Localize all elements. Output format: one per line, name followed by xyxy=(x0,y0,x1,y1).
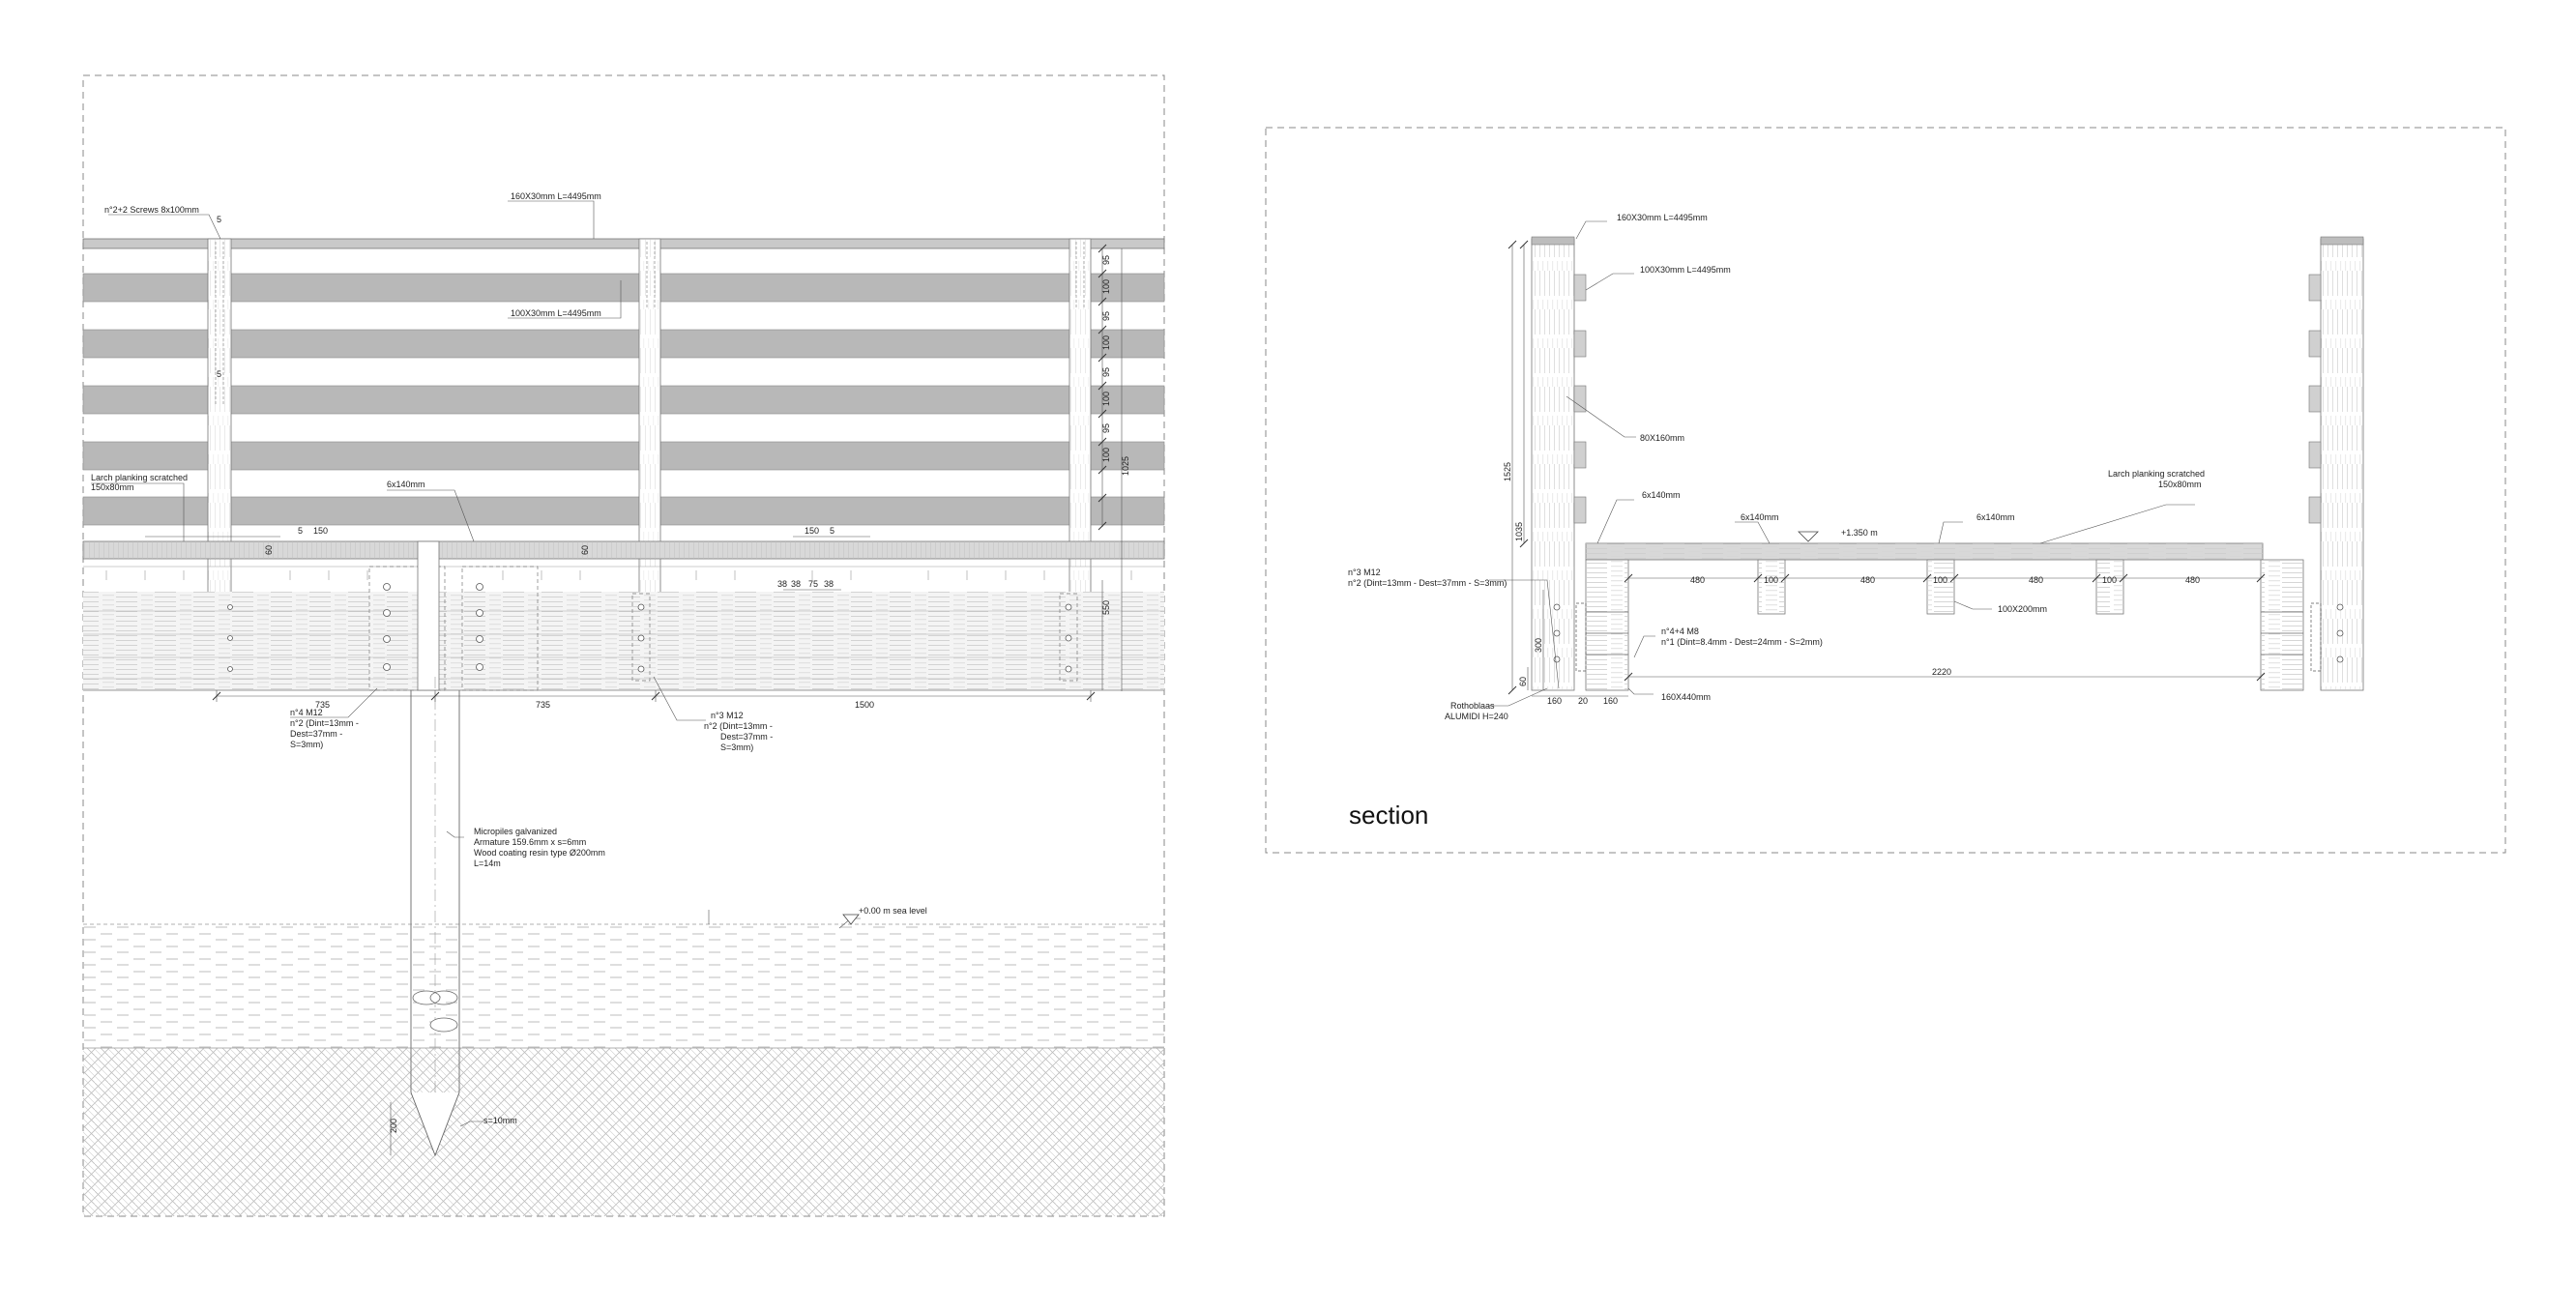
dim-rail-gap-7: 95 xyxy=(1101,423,1111,433)
section-view: section 160X30mm L=4495mm 100X30mm L=449… xyxy=(1265,127,2506,854)
dim-75: 75 xyxy=(808,579,818,589)
dim-150b: 150 xyxy=(805,526,819,536)
sec-dim-1525: 1525 xyxy=(1503,462,1512,481)
dim-rail-gap-2: 100 xyxy=(1101,279,1111,294)
sec-label-maker-1: Rothoblaas xyxy=(1450,701,1495,711)
dim-rail-gap-4: 100 xyxy=(1101,335,1111,350)
bolts xyxy=(227,583,1072,673)
label-joist: 6x140mm xyxy=(387,480,425,489)
label-screws: n°2+2 Screws 8x100mm xyxy=(104,205,199,215)
dim-rail-gap-5: 95 xyxy=(1101,367,1111,377)
label-bolts-left-1: n°4 M12 xyxy=(290,708,323,717)
dim-rail-gap-1: 95 xyxy=(1101,255,1111,265)
label-larch-2: 150x80mm xyxy=(91,482,134,492)
label-top-rail: 160X30mm L=4495mm xyxy=(511,191,601,201)
sec-dim-20: 20 xyxy=(1578,696,1588,706)
sec-dim-1035: 1035 xyxy=(1514,522,1524,541)
label-rail: 100X30mm L=4495mm xyxy=(511,308,601,318)
dim-550: 550 xyxy=(1101,600,1111,615)
sec-label-larch-2: 150x80mm xyxy=(2158,480,2202,489)
label-bolts-right-3: Dest=37mm - xyxy=(720,732,773,742)
label-sea-level: +0.00 m sea level xyxy=(859,906,927,916)
sec-dim-100c: 100 xyxy=(2102,575,2117,585)
sec-dim-300: 300 xyxy=(1534,638,1543,653)
sec-label-top-rail: 160X30mm L=4495mm xyxy=(1617,213,1708,222)
sec-dim-60: 60 xyxy=(1518,677,1528,686)
label-bolts-right-1: n°3 M12 xyxy=(711,711,744,720)
dim-150a: 150 xyxy=(313,526,328,536)
dim-5b: 5 xyxy=(217,369,221,379)
label-pile-3: Wood coating resin type Ø200mm xyxy=(474,848,605,858)
dim-38b: 38 xyxy=(791,579,801,589)
dim-200: 200 xyxy=(389,1119,398,1133)
sec-label-bolts-1: n°3 M12 xyxy=(1348,568,1381,577)
label-tip: s=10mm xyxy=(483,1116,517,1125)
dim-rail-gap-6: 100 xyxy=(1101,392,1111,406)
dim-735b: 735 xyxy=(536,700,550,710)
dim-38c: 38 xyxy=(824,579,834,589)
sec-label-screws-1: n°4+4 M8 xyxy=(1661,626,1699,636)
sec-dim-100a: 100 xyxy=(1764,575,1778,585)
dim-60a: 60 xyxy=(264,545,274,555)
micropile xyxy=(410,540,460,1157)
label-bolts-right-4: S=3mm) xyxy=(720,742,753,752)
dim-5d: 5 xyxy=(830,526,834,536)
label-bolts-left-2: n°2 (Dint=13mm - xyxy=(290,718,359,728)
sec-label-joist-a: 6x140mm xyxy=(1642,490,1681,500)
sec-label-joist-c: 6x140mm xyxy=(1976,512,2015,522)
label-bolts-left-3: Dest=37mm - xyxy=(290,729,342,739)
dim-rail-gap-8: 100 xyxy=(1101,448,1111,462)
dim-60b: 60 xyxy=(580,545,590,555)
sec-label-rail: 100X30mm L=4495mm xyxy=(1640,265,1731,275)
dim-38a: 38 xyxy=(777,579,787,589)
label-pile-4: L=14m xyxy=(474,859,501,868)
sec-dim-480b: 480 xyxy=(1860,575,1875,585)
rails xyxy=(82,273,1165,526)
section-title: section xyxy=(1349,801,1428,830)
water-layer xyxy=(83,924,1164,1048)
sec-dim-480a: 480 xyxy=(1690,575,1705,585)
sec-label-level: +1.350 m xyxy=(1841,528,1878,538)
dim-5a: 5 xyxy=(217,215,221,224)
dim-1500: 1500 xyxy=(855,700,874,710)
sec-dim-2220: 2220 xyxy=(1932,667,1951,677)
sec-label-joist-b: 6x140mm xyxy=(1741,512,1779,522)
section-frame xyxy=(1265,127,2506,854)
level-marker xyxy=(1798,531,1819,542)
label-larch-1: Larch planking scratched xyxy=(91,473,188,482)
sec-dim-100b: 100 xyxy=(1933,575,1947,585)
dim-total-h: 1025 xyxy=(1121,456,1130,476)
sec-label-maker-2: ALUMIDI H=240 xyxy=(1445,712,1508,721)
label-bolts-right-2: n°2 (Dint=13mm - xyxy=(704,721,773,731)
sec-dim-480d: 480 xyxy=(2185,575,2200,585)
sec-dim-160a: 160 xyxy=(1547,696,1562,706)
label-pile-2: Armature 159.6mm x s=6mm xyxy=(474,837,586,847)
top-rail xyxy=(82,238,1165,249)
sec-label-screws-2: n°1 (Dint=8.4mm - Dest=24mm - S=2mm) xyxy=(1661,637,1823,647)
elevation-view: n°2+2 Screws 8x100mm 160X30mm L=4495mm 1… xyxy=(82,74,1165,1217)
seabed-layer xyxy=(83,1048,1164,1216)
label-bolts-left-4: S=3mm) xyxy=(290,740,323,749)
sec-label-beam: 100X200mm xyxy=(1998,604,2047,614)
sec-label-base: 160X440mm xyxy=(1661,692,1711,702)
sec-label-post: 80X160mm xyxy=(1640,433,1684,443)
sec-label-bolts-2: n°2 (Dint=13mm - Dest=37mm - S=3mm) xyxy=(1348,578,1507,588)
label-pile-1: Micropiles galvanized xyxy=(474,827,557,836)
sec-dim-160b: 160 xyxy=(1603,696,1618,706)
dim-rail-gap-3: 95 xyxy=(1101,311,1111,321)
dim-5c: 5 xyxy=(298,526,303,536)
dim-735a: 735 xyxy=(315,700,330,710)
sec-label-larch-1: Larch planking scratched xyxy=(2108,469,2205,479)
sec-dim-480c: 480 xyxy=(2029,575,2043,585)
